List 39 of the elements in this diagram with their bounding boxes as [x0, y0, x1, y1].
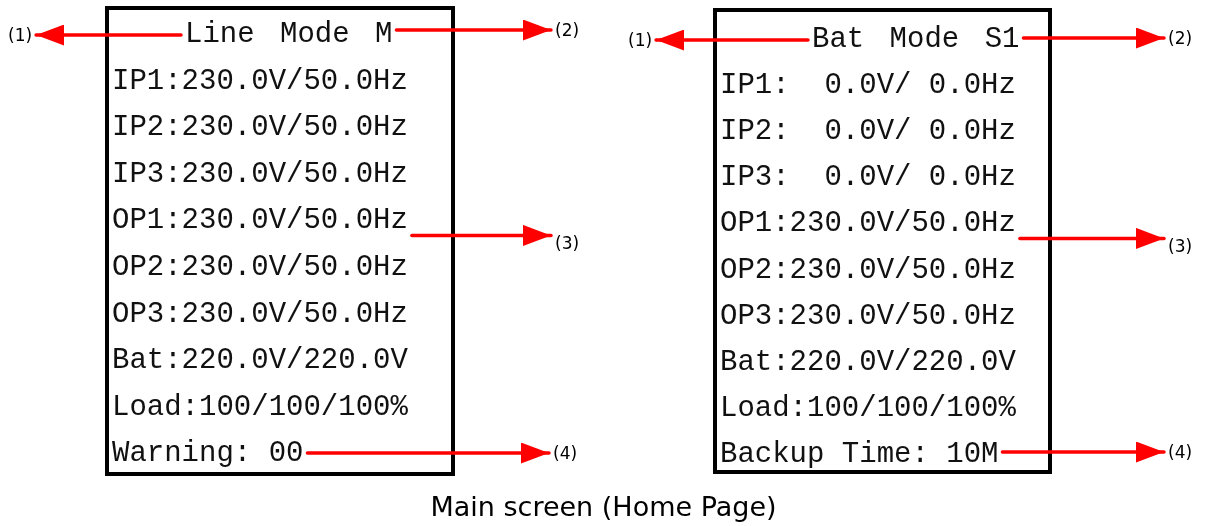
callout-number: (3) [555, 232, 580, 254]
status-line: OP1:230.0V/50.0Hz [720, 206, 1016, 243]
leader-arrow [305, 442, 551, 464]
status-line: OP1:230.0V/50.0Hz [112, 203, 408, 240]
status-line: IP1: 0.0V/ 0.0Hz [720, 68, 1016, 105]
leader-arrow [1000, 441, 1166, 463]
status-line: IP3:230.0V/50.0Hz [112, 156, 408, 193]
status-line: IP2:230.0V/50.0Hz [112, 110, 408, 147]
callout-number: (1) [628, 29, 653, 51]
status-line: Warning: 00 [112, 436, 304, 473]
caption: Main screen (Home Page) [430, 490, 777, 524]
leader-arrow [654, 29, 810, 51]
status-line: Load:100/100/100% [720, 390, 1016, 427]
status-line: Bat:220.0V/220.0V [112, 343, 408, 380]
callout-number: (1) [8, 24, 33, 46]
display-screen [713, 8, 1052, 474]
status-line: OP2:230.0V/50.0Hz [112, 250, 408, 286]
leader-arrow [34, 24, 183, 46]
callout-number: (3) [1168, 235, 1193, 257]
mode-title: Line Mode M [185, 17, 393, 53]
status-line: Backup Time: 10M [720, 436, 999, 473]
status-line: IP3: 0.0V/ 0.0Hz [720, 160, 1016, 197]
status-line: Load:100/100/100% [112, 389, 408, 426]
status-line: Bat:220.0V/220.0V [720, 344, 1016, 381]
status-line: OP2:230.0V/50.0Hz [720, 252, 1016, 289]
callout-number: (4) [1168, 441, 1193, 463]
leader-arrow [394, 19, 553, 41]
leader-arrow [1018, 227, 1166, 249]
mode-title: Bat Mode S1 [812, 22, 1020, 58]
callout-number: (4) [553, 442, 578, 464]
status-line: OP3:230.0V/50.0Hz [112, 296, 408, 333]
status-line: IP2: 0.0V/ 0.0Hz [720, 114, 1016, 151]
callout-number: (2) [1168, 27, 1193, 49]
status-line: IP1:230.0V/50.0Hz [112, 63, 408, 100]
display-screen [105, 6, 455, 476]
callout-number: (2) [555, 19, 580, 41]
leader-arrow [410, 224, 553, 246]
leader-arrow [1021, 27, 1166, 49]
status-line: OP3:230.0V/50.0Hz [720, 298, 1016, 335]
